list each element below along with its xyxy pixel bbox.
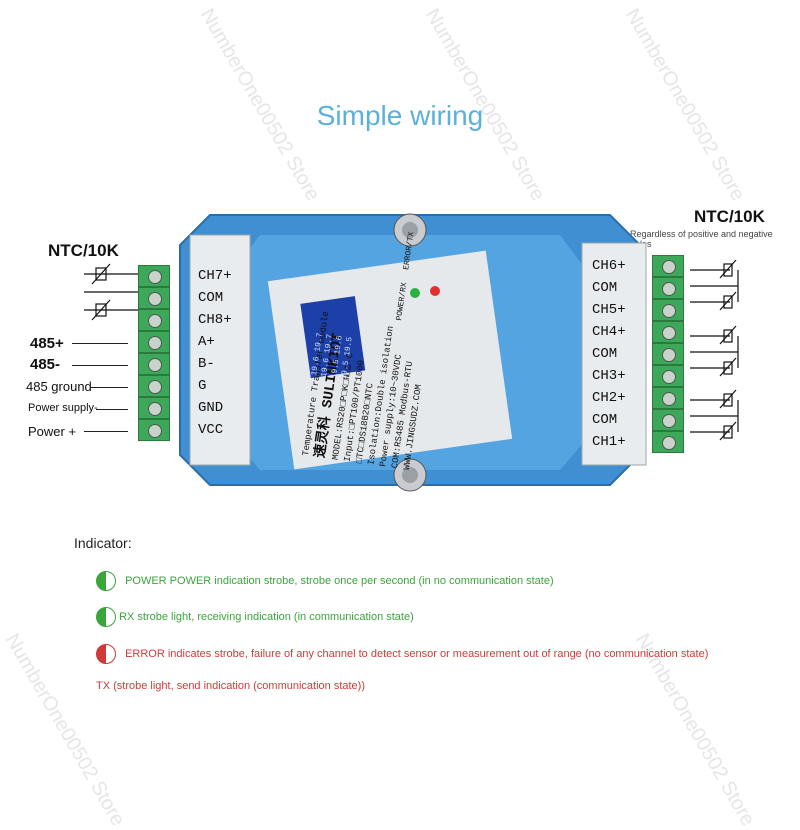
half-red-indicator-icon <box>96 644 116 664</box>
display-value: 19.5 <box>339 360 352 381</box>
terminal-label: CH3+ <box>592 368 626 384</box>
right-ntc-title: NTC/10K <box>694 207 765 226</box>
terminal-label: CH5+ <box>592 302 626 318</box>
terminal-label: CH1+ <box>592 434 626 450</box>
terminal-label: CH6+ <box>592 258 626 274</box>
terminal-label: B- <box>198 356 215 372</box>
device-body <box>179 213 647 492</box>
power-led-icon <box>410 288 420 298</box>
label-485-minus: 485- <box>30 356 61 373</box>
terminal-label: CH2+ <box>592 390 626 406</box>
indicator-item: POWER POWER indication strobe, strobe on… <box>96 571 554 591</box>
page-title: Simple wiring <box>316 100 484 131</box>
indicator-text: TX (strobe light, send indication (commu… <box>96 680 366 692</box>
label-485-plus: 485+ <box>30 335 64 352</box>
label-power-plus: Power + <box>28 424 77 439</box>
indicator-item: RX strobe light, receiving indication (i… <box>96 607 414 627</box>
error-led-icon <box>430 286 440 296</box>
label-485-ground: 485 ground <box>26 379 92 394</box>
right-ntc-sensors <box>690 260 739 441</box>
terminal-label: COM <box>592 280 618 296</box>
terminal-label: A+ <box>198 334 215 350</box>
indicator-item: TX (strobe light, send indication (commu… <box>96 680 365 692</box>
indicator-item: ERROR indicates strobe, failure of any c… <box>96 644 708 664</box>
thermistor-icon <box>84 263 140 321</box>
left-terminal-labels: CH7+ COM CH8+ A+ B- G GND VCC <box>198 265 232 441</box>
terminal-label: CH7+ <box>198 268 232 284</box>
left-ntc-sensors <box>84 263 140 321</box>
indicator-text: POWER POWER indication strobe, strobe on… <box>125 574 554 587</box>
terminal-label: G <box>198 378 207 394</box>
right-ntc-note: Regardless of positive and negative pole… <box>630 229 773 249</box>
thermistor-icon <box>690 260 739 441</box>
half-green-indicator-icon <box>96 571 116 591</box>
display-value: 19.5 <box>343 336 355 357</box>
indicator-text: ERROR indicates strobe, failure of any c… <box>125 647 709 660</box>
left-terminal-block <box>138 265 172 445</box>
terminal-label: COM <box>592 346 618 362</box>
right-terminal-block <box>652 255 686 455</box>
label-power-minus: Power supply- <box>28 402 98 414</box>
terminal-label: GND <box>198 400 224 416</box>
indicator-heading: Indicator: <box>74 535 132 551</box>
terminal-label: COM <box>198 290 224 306</box>
left-ntc-title: NTC/10K <box>48 241 119 260</box>
terminal-label: VCC <box>198 422 224 438</box>
terminal-label: CH8+ <box>198 312 232 328</box>
terminal-label: COM <box>592 412 618 428</box>
right-terminal-labels: CH6+ COM CH5+ CH4+ COM CH3+ CH2+ COM CH1… <box>592 255 626 453</box>
half-green-indicator-icon <box>96 607 116 627</box>
terminal-label: CH4+ <box>592 324 626 340</box>
indicator-text: RX strobe light, receiving indication (i… <box>119 610 414 623</box>
